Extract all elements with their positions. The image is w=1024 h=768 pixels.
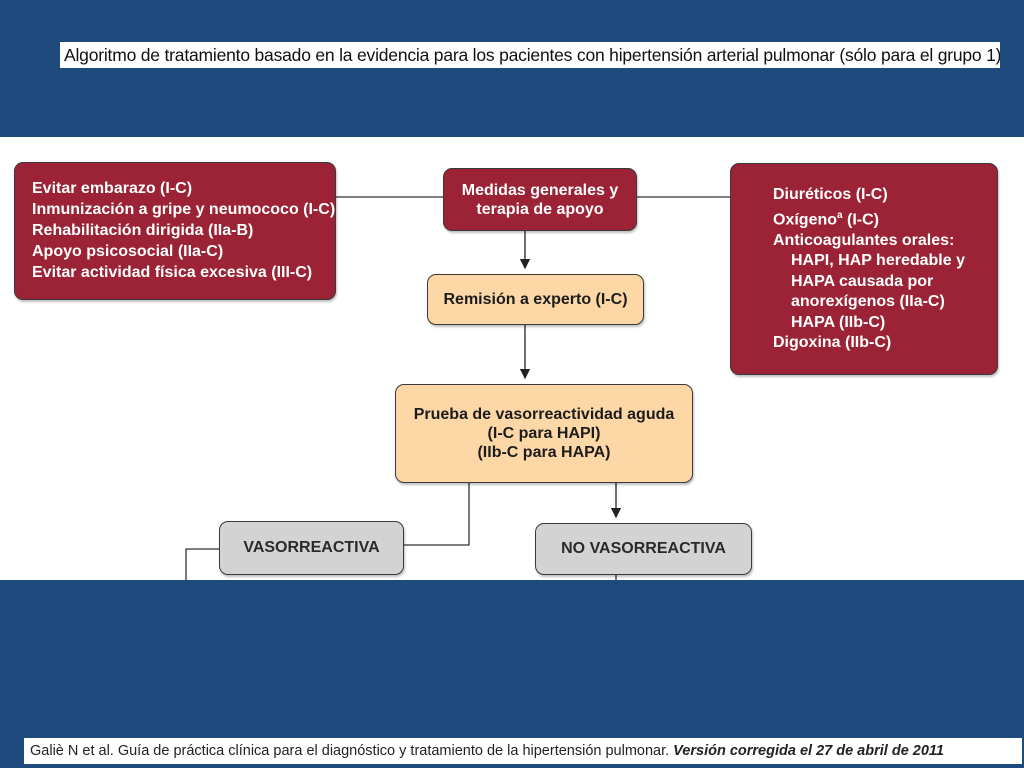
therapy-item: Oxígenoa (I-C) (773, 209, 880, 228)
vasotest-line: (I-C para HAPI) (487, 425, 601, 442)
version-text: Versión corregida el 27 de abril de 2011 (673, 743, 944, 759)
vasotest-line: (IIb-C para HAPA) (477, 444, 611, 461)
therapy-subitem: HAPA causada por (791, 272, 934, 290)
general-measures-box: Medidas generales y terapia de apoyo (443, 168, 637, 231)
recommendation-item: Evitar actividad física excesiva (III-C) (32, 264, 313, 281)
connector-responder-down (185, 548, 219, 580)
recommendation-item: Apoyo psicosocial (IIa-C) (32, 243, 224, 260)
recommendation-item: Inmunización a gripe y neumococo (I-C) (32, 201, 336, 218)
therapy-item: Diuréticos (I-C) (773, 186, 888, 203)
vasotest-line: Prueba de vasorreactividad aguda (413, 406, 675, 423)
therapy-item: Digoxina (IIb-C) (773, 334, 892, 352)
general-measures-line: terapia de apoyo (476, 200, 604, 218)
referral-box: Remisión a experto (I-C) (427, 274, 644, 325)
supportive-therapy-box: Diuréticos (I-C) Oxígenoa (I-C) Anticoag… (730, 163, 998, 375)
page-title: Algoritmo de tratamiento basado en la ev… (60, 42, 1000, 68)
recommendation-item: Rehabilitación dirigida (IIa-B) (32, 222, 254, 239)
therapy-subitem: anorexígenos (IIa-C) (791, 293, 945, 311)
connector-to-responder (404, 483, 470, 546)
citation-footer: Galiè N et al. Guía de práctica clínica … (24, 738, 1022, 764)
vasoreactivity-test-box: Prueba de vasorreactividad aguda (I-C pa… (395, 384, 693, 483)
non-responder-box: NO VASORREACTIVA (535, 523, 752, 575)
responder-box: VASORREACTIVA (219, 521, 404, 575)
therapy-subitem: HAPA (IIb-C) (791, 313, 886, 331)
referral-label: Remisión a experto (I-C) (443, 290, 628, 308)
flowchart: Evitar embarazo (I-C) Inmunización a gri… (0, 137, 1024, 580)
non-responder-label: NO VASORREACTIVA (561, 540, 726, 557)
responder-label: VASORREACTIVA (243, 539, 380, 556)
general-measures-line: Medidas generales y (461, 181, 619, 199)
connector-lines (185, 196, 730, 580)
general-recommendations-box: Evitar embarazo (I-C) Inmunización a gri… (14, 162, 336, 300)
citation-text: Galiè N et al. Guía de práctica clínica … (30, 743, 670, 759)
recommendation-item: Evitar embarazo (I-C) (32, 180, 193, 197)
therapy-item: Anticoagulantes orales: (773, 231, 955, 249)
therapy-subitem: HAPI, HAP heredable y (791, 252, 965, 270)
